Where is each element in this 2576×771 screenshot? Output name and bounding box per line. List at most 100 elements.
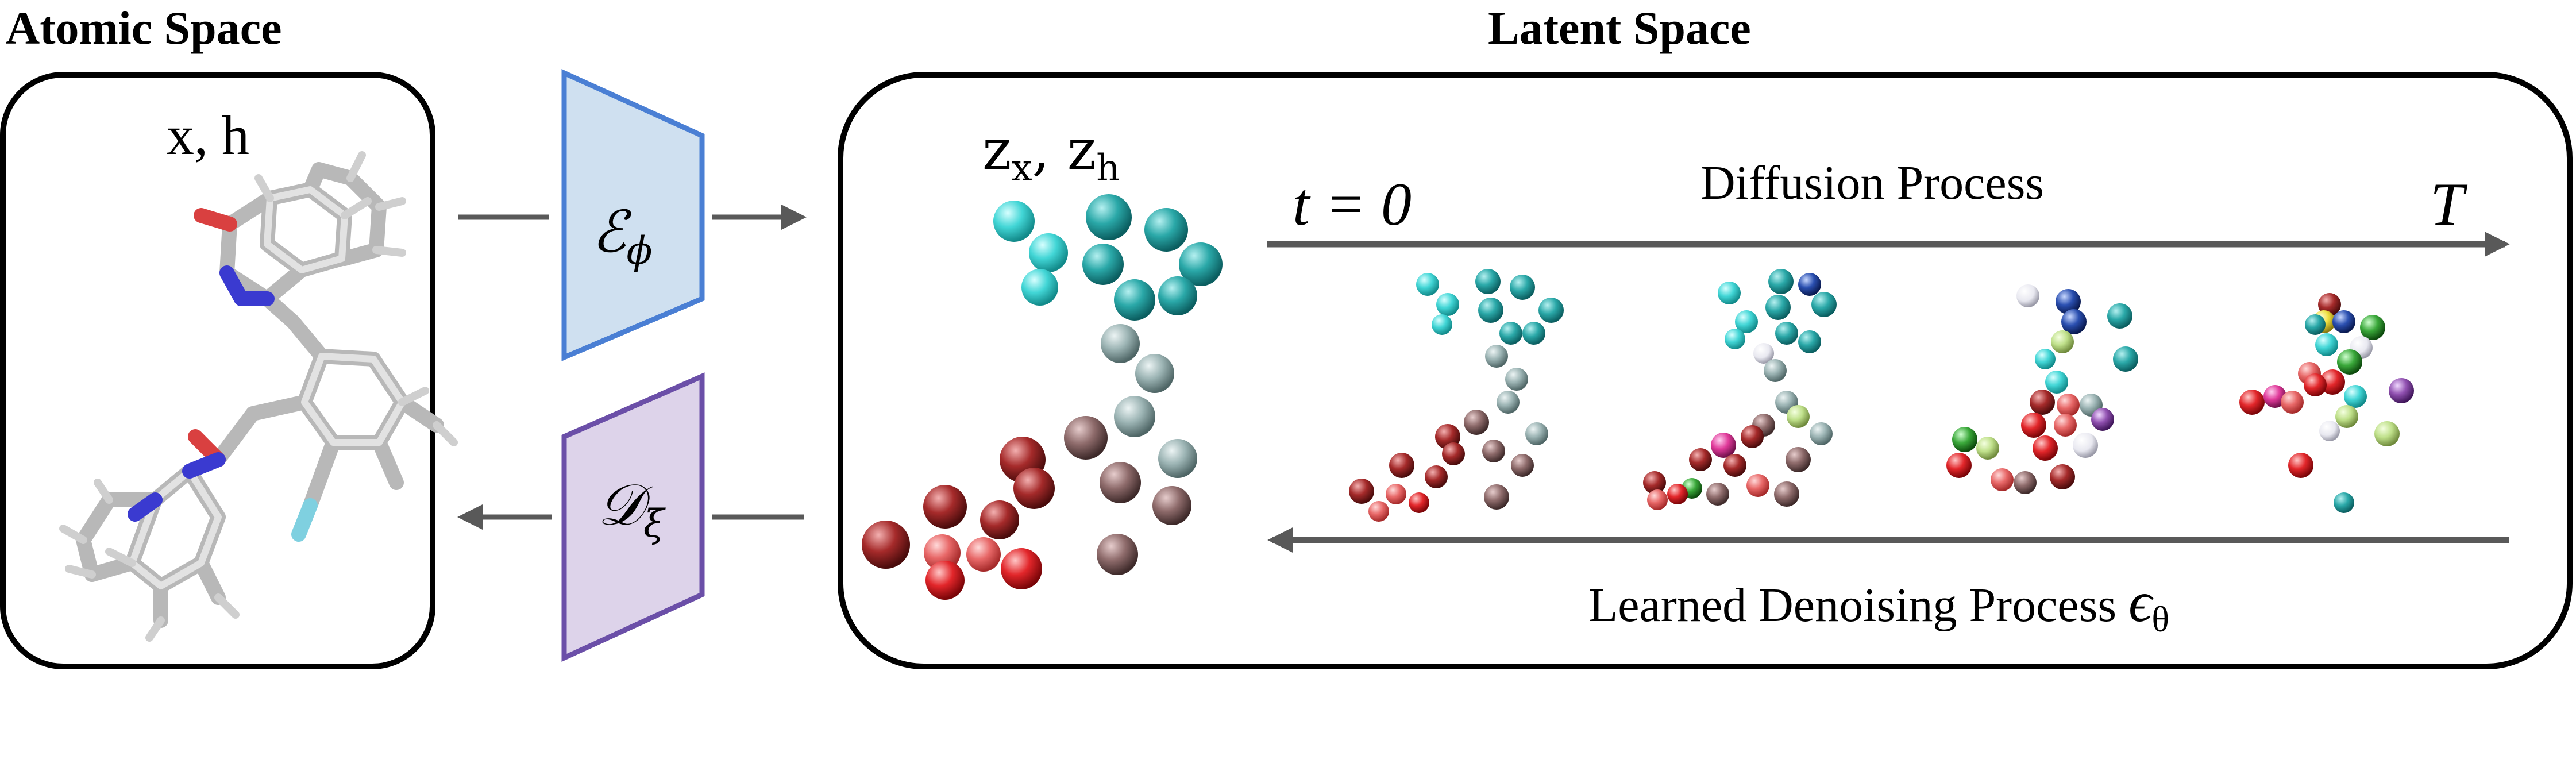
latent-sphere [925,561,965,600]
step3-sphere [2057,394,2080,417]
step3-sphere [2035,349,2056,369]
latent-sphere [1158,439,1197,478]
atomic-space-title: Atomic Space [6,2,282,54]
step4-sphere [2335,405,2358,428]
step1-sphere [1442,442,1465,465]
latent-sphere [1152,486,1191,525]
step2-sphere [1689,448,1712,471]
latent-sphere [1086,194,1132,240]
atomic-variables-label: x, h [167,105,249,166]
latent-sphere [966,537,1001,572]
step3-sphere [2056,289,2081,314]
diffusion-process-label: Diffusion Process [1700,156,2045,210]
latent-sphere [1097,534,1138,575]
step1-sphere [1425,465,1448,488]
latent-sphere [862,521,910,569]
step1-sphere [1538,298,1564,323]
latent-sphere [1064,416,1108,460]
step1-sphere [1464,410,1489,435]
step3-sphere [2054,414,2077,437]
step3-sphere [2030,390,2055,415]
step4-sphere [2389,378,2414,403]
step1-sphere [1475,269,1501,294]
noise-step-1-cloud [1349,269,1564,522]
step2-sphere [1725,329,1745,349]
step2-sphere [1647,489,1668,510]
z-symbol-2: z [1067,118,1097,182]
step3-sphere [2073,433,2098,458]
step2-sphere [1706,483,1729,506]
step2-sphere [1810,422,1833,445]
molecule-stick-model [59,151,458,642]
step1-sphere [1484,484,1509,510]
latent-sphere [1158,276,1197,315]
step2-sphere [1711,433,1736,458]
step4-sphere [2360,315,2385,340]
step1-sphere [1511,454,1534,477]
latent-sphere [1101,324,1140,363]
latent-sphere [1114,279,1155,321]
step3-sphere [2014,471,2037,494]
step1-sphere [1485,345,1508,368]
z-sub-h: h [1096,147,1120,190]
step2-sphere [1643,471,1666,494]
step3-sphere [1952,427,1977,452]
denoising-process-label: Learned Denoising Process ϵθ [1588,569,2169,641]
step2-sphere [1753,343,1774,364]
step1-sphere [1432,314,1452,335]
step1-sphere [1525,422,1548,445]
latent-sphere [1013,468,1055,509]
step3-sphere [2016,284,2039,307]
latent-sphere [980,500,1019,539]
step4-sphere [2332,310,2355,333]
step2-sphere [1667,484,1688,504]
step2-sphere [1786,447,1811,472]
step3-sphere [2033,435,2058,461]
latent-sphere [923,485,967,529]
latent-sphere [1029,233,1068,272]
step3-sphere [2107,303,2132,329]
decoder-symbol: 𝒟 [597,471,643,538]
decoder-label: 𝒟ξ [597,471,664,546]
step3-sphere [1946,453,1972,478]
encoder-symbol: ℰ [592,198,627,265]
step3-sphere [2061,309,2087,334]
step1-sphere [1409,492,1429,513]
epsilon-subscript: θ [2151,598,2170,639]
encoder-label: ℰϕ [592,198,653,273]
step3-sphere [1976,437,1999,460]
step3-sphere [1991,468,2014,491]
noise-step-4-cloud [2239,293,2414,513]
latent-sphere [1001,548,1042,589]
step1-sphere [1505,368,1528,391]
step4-sphere [2374,421,2400,446]
latent-sphere [993,201,1035,242]
step1-sphere [1499,322,1522,345]
step2-sphere [1741,425,1764,448]
latent-point-cloud [862,194,1223,600]
step2-sphere [1768,269,1794,294]
latent-sphere [1100,462,1141,503]
step4-sphere [2337,349,2362,375]
step1-sphere [1522,322,1545,345]
latent-sphere [1144,208,1188,252]
latent-space-title: Latent Space [1488,2,1751,54]
step2-sphere [1765,295,1791,320]
step2-sphere [1798,273,1821,296]
step2-sphere [1764,359,1787,382]
step2-sphere [1775,322,1798,345]
step4-sphere [2334,492,2354,513]
step2-sphere [1735,310,1758,333]
step1-sphere [1482,440,1505,462]
step2-sphere [1746,474,1769,497]
z-symbol: z [982,118,1012,182]
denoising-text: Learned Denoising Process [1588,579,2117,632]
step3-sphere [2051,330,2074,353]
step3-sphere [2045,371,2068,394]
step1-sphere [1349,479,1374,504]
latent-sphere [1082,244,1124,285]
decoder-subscript: ξ [643,502,665,546]
step4-sphere [2305,314,2326,335]
t-end-label: T [2430,171,2464,238]
